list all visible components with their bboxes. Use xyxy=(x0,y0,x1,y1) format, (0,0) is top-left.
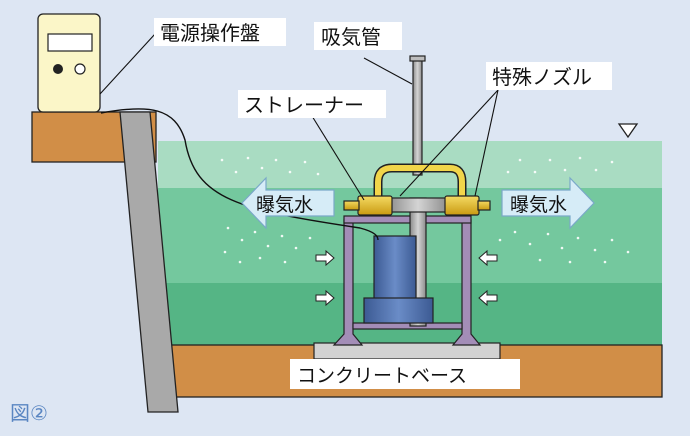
aerated-water-arrow-right xyxy=(501,176,595,230)
concrete-base-label-box xyxy=(290,359,520,389)
retaining-wall xyxy=(119,111,179,413)
power-cable xyxy=(100,108,379,241)
intake-pipe xyxy=(412,57,423,176)
aerated-water-arrow-left xyxy=(241,176,335,230)
control-panel xyxy=(37,13,101,113)
control-panel-label-box xyxy=(154,18,286,46)
intake-pipe-cap xyxy=(409,55,426,62)
intake-pipe-label: 吸気管 xyxy=(321,25,381,49)
inflow-arrow-icon xyxy=(315,289,335,307)
inflow-arrow-icon xyxy=(315,249,335,267)
frame-top-bar xyxy=(343,215,472,224)
horizontal-pipe xyxy=(387,197,449,213)
nozzle-tip-right xyxy=(477,200,491,211)
inflow-arrow-icon xyxy=(478,249,498,267)
special-nozzle-right xyxy=(444,195,480,216)
water-level-icon xyxy=(617,123,639,139)
control-panel-label: 電源操作盤 xyxy=(160,21,260,45)
figure-label: 図② xyxy=(10,401,48,425)
power-button xyxy=(53,64,63,74)
strainer-label-box xyxy=(238,90,386,118)
aerated-water-label-left: 曝気水 xyxy=(256,194,313,216)
pump-body xyxy=(363,297,434,324)
pump-top xyxy=(373,235,417,301)
display-window xyxy=(47,33,93,52)
special-nozzle-label: 特殊ノズル xyxy=(492,65,592,89)
bubbles xyxy=(220,156,630,264)
strainer-label: ストレーナー xyxy=(244,93,364,117)
aerated-water-label-right: 曝気水 xyxy=(510,194,567,216)
intake-pipe-label-box xyxy=(314,22,402,50)
frame-bottom-bar xyxy=(352,322,463,330)
leader-lines xyxy=(99,33,499,201)
inflow-arrow-icon xyxy=(478,289,498,307)
concrete-base-label: コンクリートベース xyxy=(297,365,467,387)
inflow-arrows xyxy=(315,249,498,307)
special-nozzle-label-box xyxy=(486,62,612,90)
indicator-lamp xyxy=(74,63,86,75)
nozzle-tip-left xyxy=(343,200,360,211)
